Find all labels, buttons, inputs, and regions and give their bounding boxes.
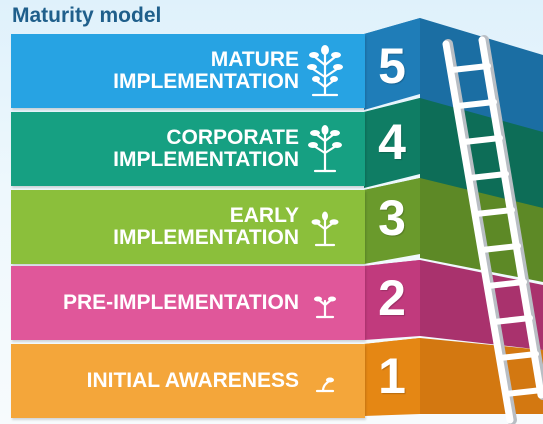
level-number-2: 2 <box>378 270 406 326</box>
level-label-line2: IMPLEMENTATION <box>113 148 299 171</box>
level-number-4: 4 <box>378 114 406 170</box>
ladder <box>442 35 543 424</box>
level-label-line1: MATURE <box>210 48 299 71</box>
cube-front-3 <box>364 178 420 264</box>
level-band-5: MATURE IMPLEMENTATION <box>11 34 365 108</box>
cube-front-4 <box>364 98 420 188</box>
level-label-line2: IMPLEMENTATION <box>113 70 299 93</box>
level-band-3: EARLY IMPLEMENTATION <box>11 190 365 264</box>
sprout-icon <box>305 275 345 331</box>
level-number-1: 1 <box>378 348 406 404</box>
seed-icon <box>305 353 345 409</box>
level-label-3: EARLY IMPLEMENTATION <box>113 190 299 264</box>
level-label-5: MATURE IMPLEMENTATION <box>113 34 299 108</box>
cube-front-5 <box>364 18 420 110</box>
level-number-3: 3 <box>378 190 406 246</box>
level-label-2: PRE-IMPLEMENTATION <box>63 266 299 340</box>
level-band-1: INITIAL AWARENESS <box>11 344 365 418</box>
level-label-line2: IMPLEMENTATION <box>113 226 299 249</box>
level-label-4: CORPORATE IMPLEMENTATION <box>113 112 299 186</box>
page-title: Maturity model <box>12 4 162 27</box>
level-band-4: CORPORATE IMPLEMENTATION <box>11 112 365 186</box>
level-label-line2: INITIAL AWARENESS <box>86 369 299 392</box>
cube-front-1 <box>364 338 420 416</box>
level-label-line2: PRE-IMPLEMENTATION <box>62 291 299 314</box>
level-number-5: 5 <box>378 38 406 94</box>
level-label-1: INITIAL AWARENESS <box>87 344 299 418</box>
seedling-icon <box>305 199 345 255</box>
level-band-2: PRE-IMPLEMENTATION <box>11 266 365 340</box>
block-side-1 <box>420 338 543 414</box>
level-label-line1: EARLY <box>229 204 299 227</box>
plant-icon <box>305 121 345 177</box>
cube-front-2 <box>364 260 420 340</box>
tree-icon <box>305 43 345 99</box>
level-label-line1: CORPORATE <box>166 126 299 149</box>
